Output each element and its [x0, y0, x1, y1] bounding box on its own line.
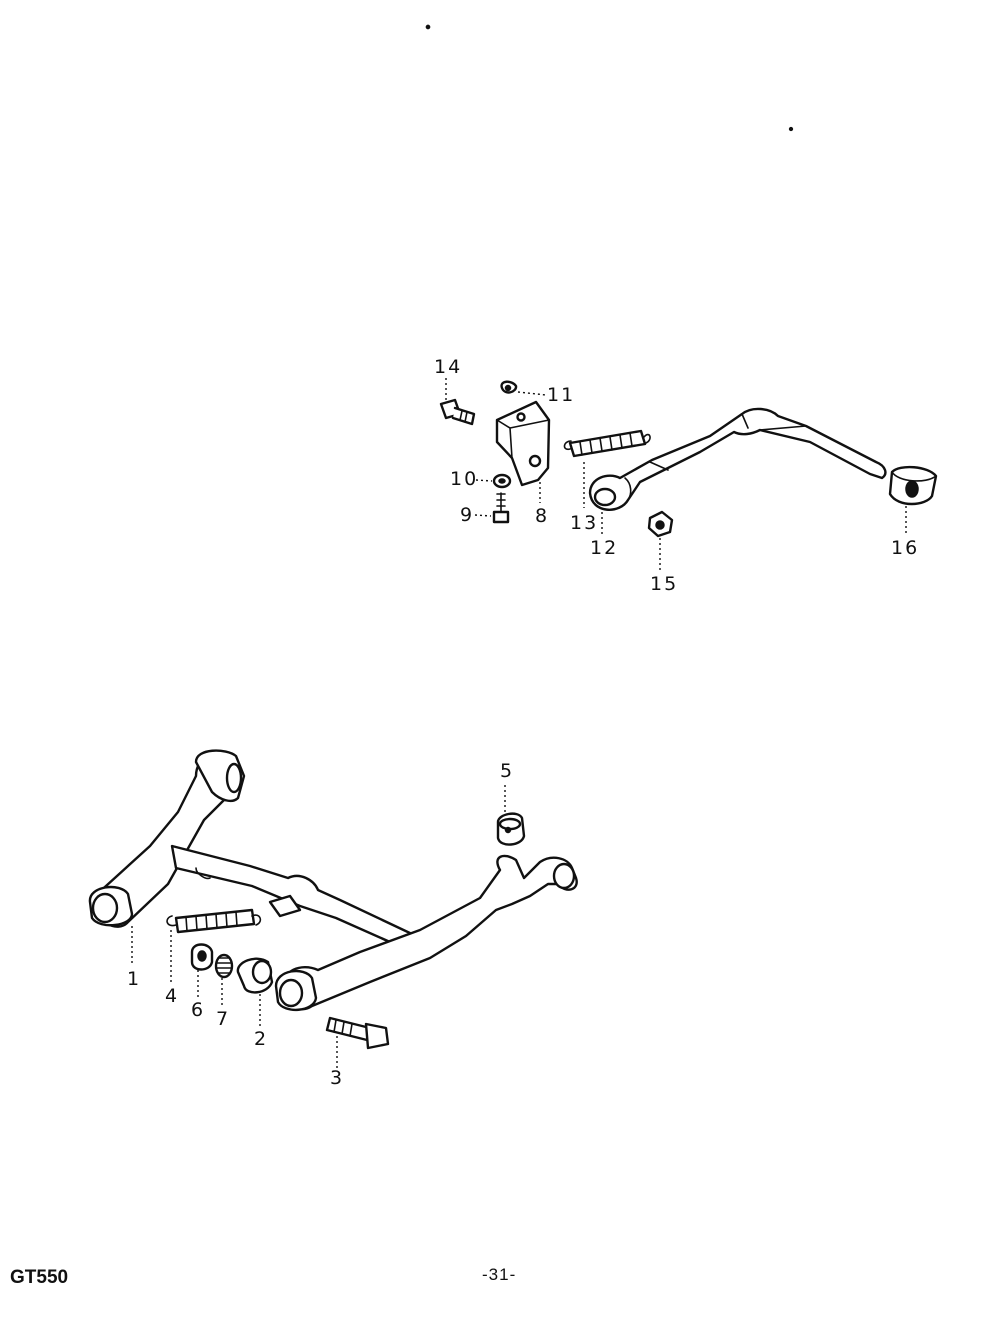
- part-3-bolt: [325, 1016, 390, 1050]
- callout-5: 5: [500, 760, 515, 782]
- scan-speck: [788, 126, 794, 132]
- scan-speck: [425, 24, 431, 30]
- part-15-nut: [647, 510, 674, 538]
- callout-2: 2: [254, 1028, 269, 1050]
- callout-13: 13: [570, 512, 599, 534]
- leader-10: [475, 479, 493, 482]
- part-8-bracket: [495, 400, 551, 487]
- part-12-brake-pedal: [588, 407, 887, 511]
- callout-16: 16: [891, 537, 920, 559]
- page-number: -31-: [482, 1265, 517, 1284]
- part-11-clip: [500, 380, 518, 394]
- callout-10: 10: [450, 468, 479, 490]
- part-9-bolt: [492, 492, 510, 524]
- callout-4: 4: [165, 985, 180, 1007]
- part-6-washer: [190, 943, 214, 971]
- part-13-spring: [563, 429, 651, 458]
- leader-9: [474, 514, 492, 517]
- callout-12: 12: [590, 537, 619, 559]
- callout-8: 8: [535, 505, 550, 527]
- model-label: GT550: [10, 1267, 69, 1288]
- part-5-stopper: [496, 812, 526, 846]
- part-14-bolt: [439, 398, 476, 426]
- callout-15: 15: [650, 573, 679, 595]
- callout-14: 14: [434, 356, 463, 378]
- part-2-bushing: [236, 957, 274, 994]
- part-7-coil: [214, 953, 234, 979]
- callout-6: 6: [191, 999, 206, 1021]
- callout-9: 9: [460, 504, 475, 526]
- callout-1: 1: [127, 968, 142, 990]
- callout-3: 3: [330, 1067, 345, 1089]
- part-4-spring: [166, 908, 262, 934]
- part-10-washer: [492, 473, 512, 489]
- callout-7: 7: [216, 1008, 231, 1030]
- callout-11: 11: [547, 384, 576, 406]
- leader-11: [517, 391, 547, 396]
- part-1-center-stand: [88, 749, 578, 1011]
- part-16-pedal-rubber: [888, 465, 938, 506]
